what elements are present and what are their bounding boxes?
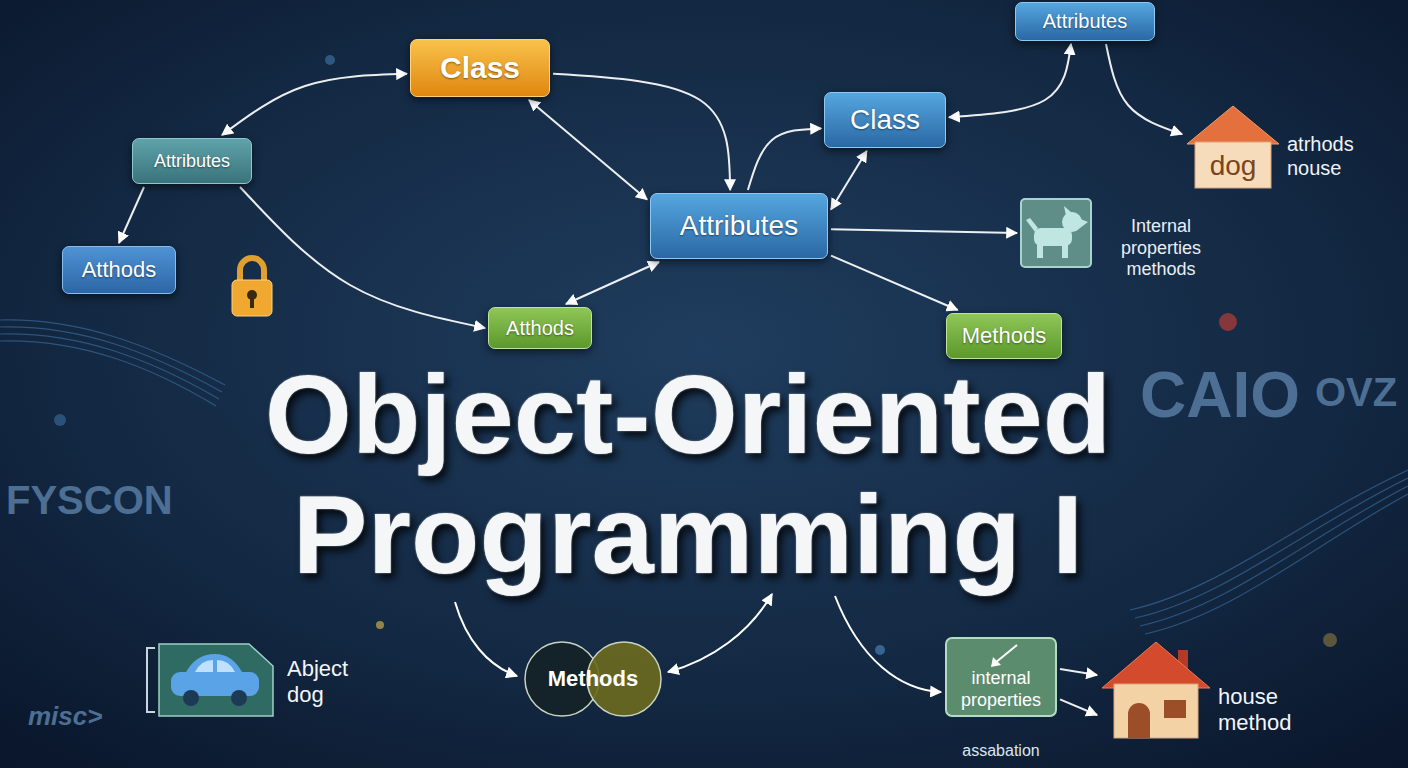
- icon-caption: atrhods nouse: [1287, 132, 1373, 180]
- car-wheel: [231, 690, 247, 706]
- connector: [553, 74, 730, 190]
- connector: [1106, 44, 1182, 134]
- properties-box: internal propertiesassabation: [945, 637, 1057, 717]
- connector: [949, 44, 1071, 117]
- lock-shackle: [240, 258, 264, 282]
- dog-snout: [1078, 218, 1088, 228]
- lock-keyhole: [250, 296, 254, 308]
- bokeh-dot: [376, 621, 384, 629]
- bokeh-dot: [325, 55, 335, 65]
- box-label: Atthods: [506, 317, 574, 340]
- connector: [240, 187, 485, 328]
- dog-ear: [1064, 206, 1072, 216]
- icon: [1100, 640, 1212, 740]
- connectors: [119, 44, 1182, 715]
- wave-line: [1145, 494, 1408, 634]
- box-label: Atthods: [82, 257, 157, 282]
- icon: [145, 640, 275, 720]
- icon-caption: house method: [1218, 684, 1314, 737]
- icon-caption: Internal properties methods: [1102, 216, 1220, 281]
- car-icon-node: Abject dog: [145, 640, 275, 720]
- connector: [222, 74, 407, 135]
- method-box: Methods: [946, 313, 1062, 359]
- wave-ribbon: [0, 320, 1408, 634]
- connector: [1060, 669, 1097, 675]
- attributes-box: Attributes: [1015, 2, 1155, 41]
- house-icon-node: house method: [1100, 640, 1212, 740]
- lock-icon: [232, 258, 272, 316]
- lock-body: [232, 280, 272, 316]
- dog-icon-node: Internal properties methods: [1020, 198, 1092, 268]
- arrow-glyph-head: [991, 657, 1001, 667]
- connector: [831, 256, 958, 310]
- car-window: [195, 660, 235, 672]
- box-label: Attributes: [1043, 10, 1127, 33]
- watermark: FYSCON: [6, 478, 173, 522]
- car-panel: [159, 644, 273, 716]
- connector: [1060, 699, 1097, 715]
- box-label: Class: [440, 51, 520, 86]
- wave-line: [1135, 478, 1408, 618]
- connector: [566, 262, 659, 304]
- connector: [119, 187, 144, 243]
- house-icon-node: dogatrhods nouse: [1185, 104, 1281, 190]
- house-door: [1128, 703, 1150, 738]
- dog-frame: [1021, 199, 1091, 267]
- dog-leg: [1062, 242, 1068, 258]
- connector: [529, 100, 647, 200]
- method-box: Atthods: [488, 307, 592, 349]
- house-roof: [1102, 642, 1210, 688]
- method-box: Atthods: [62, 246, 176, 294]
- watermark: CAIO: [1140, 360, 1300, 430]
- box-label: Attributes: [154, 151, 230, 172]
- icon-caption: assabation: [925, 741, 1077, 760]
- dog-silhouette: [1026, 206, 1088, 258]
- arrow-line: [455, 602, 517, 676]
- box-label: Methods: [962, 323, 1046, 348]
- wave-line: [1140, 486, 1408, 626]
- icon-caption: Abject dog: [287, 656, 379, 709]
- icon-text: dog: [1195, 142, 1271, 190]
- watermark: OVZ: [1315, 370, 1397, 414]
- house-roof: [1187, 106, 1279, 144]
- box-text: internal properties: [949, 667, 1053, 713]
- bokeh-dot: [1323, 633, 1337, 647]
- arrow-line: [668, 594, 772, 672]
- circle-text: Methods: [522, 641, 664, 717]
- box-label: Class: [850, 104, 920, 136]
- wave-line: [1130, 470, 1408, 610]
- bokeh-dot: [54, 414, 66, 426]
- bracket: [147, 648, 155, 712]
- car-body: [171, 672, 259, 696]
- arrow-line: [835, 596, 941, 692]
- car-wheel: [183, 690, 199, 706]
- watermark: misc>: [28, 702, 102, 731]
- methods-circles: Methods: [522, 641, 664, 717]
- dog-leg: [1037, 242, 1043, 258]
- attributes-box: Attributes: [132, 138, 252, 184]
- bokeh-dot: [1219, 313, 1237, 331]
- bokeh-dots: [54, 55, 1337, 655]
- icon: [1020, 198, 1092, 268]
- bokeh-dot: [875, 645, 885, 655]
- title: Object-Oriented Programming I: [238, 355, 1138, 595]
- box-frame: [946, 638, 1056, 716]
- class-box: Class: [410, 39, 550, 97]
- house-body: [1114, 684, 1198, 738]
- car-cabin: [185, 654, 243, 674]
- house-window: [1164, 700, 1186, 718]
- class-box: Class: [824, 92, 946, 148]
- arrow-glyph: [995, 645, 1017, 663]
- box-label: Attributes: [680, 210, 798, 242]
- dog-tail: [1026, 218, 1038, 232]
- wave-line: [0, 341, 216, 406]
- attributes-box: Attributes: [650, 193, 828, 259]
- connector: [831, 151, 867, 210]
- connector: [831, 229, 1017, 233]
- connector: [748, 128, 821, 190]
